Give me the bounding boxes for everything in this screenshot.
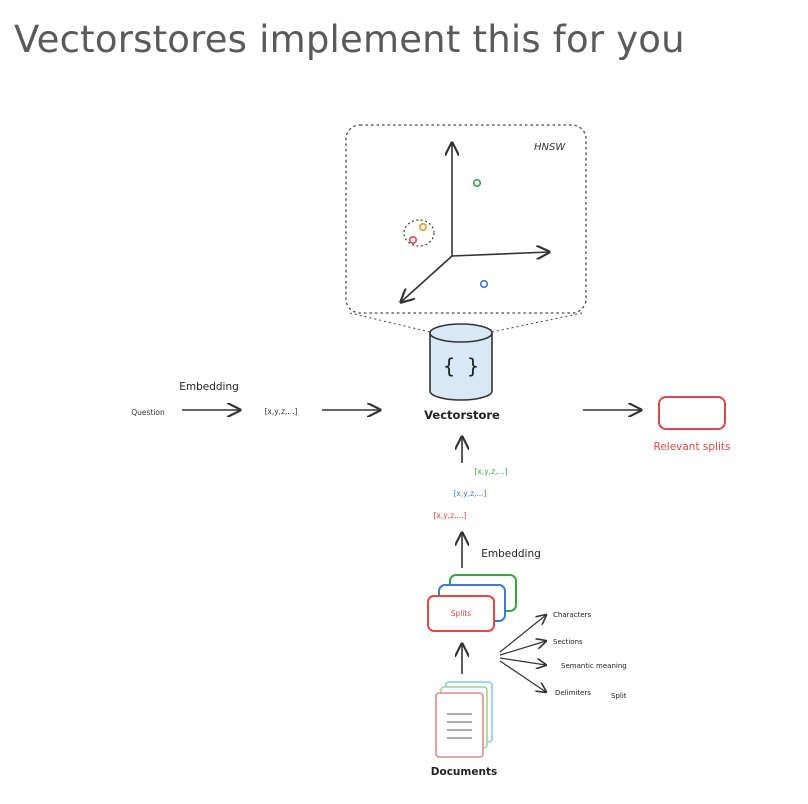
point-orange (418, 223, 427, 232)
vector-red: [x,y,z,...] (434, 511, 467, 520)
vectorstore-db-icon: { } (429, 323, 493, 401)
vector-blue: [x,y,z,...] (454, 489, 487, 498)
question-vector-label: [x,y,z,...] (265, 407, 298, 416)
axis-z (401, 255, 453, 302)
embedding-top-label: Embedding (179, 381, 239, 393)
split-word: Split (611, 692, 627, 700)
arrow-method-characters (499, 615, 546, 653)
embedding-bottom-label: Embedding (481, 548, 541, 560)
relevant-splits-label: Relevant splits (654, 441, 731, 453)
point-green (472, 178, 482, 188)
document-lines-icon (447, 713, 472, 739)
hnsw-panel (345, 124, 587, 314)
documents-label: Documents (431, 766, 497, 778)
method-characters: Characters (553, 611, 592, 619)
doc-page-front (435, 692, 484, 758)
splits-label: Splits (451, 609, 472, 618)
slide-title: Vectorstores implement this for you (14, 18, 685, 61)
point-blue (479, 279, 489, 289)
arrow-method-semantic (499, 657, 546, 665)
funnel-right (491, 312, 583, 333)
vector-green: [x,y,z,...] (475, 467, 508, 476)
method-delimiters: Delimiters (555, 689, 591, 697)
arrow-method-sections (499, 641, 546, 656)
cluster-ring (403, 219, 435, 247)
hnsw-label: HNSW (534, 142, 566, 153)
question-label: Question (131, 408, 165, 417)
arrow-method-delimiters (499, 660, 546, 692)
axis-x (451, 252, 549, 256)
funnel-left (349, 312, 431, 333)
split-card-red (427, 595, 495, 632)
db-symbol: { } (443, 354, 479, 378)
vectorstore-label: Vectorstore (424, 408, 500, 422)
method-semantic: Semantic meaning (561, 662, 627, 670)
method-sections: Sections (553, 638, 583, 646)
point-red (408, 236, 417, 245)
relevant-splits-box (658, 396, 726, 430)
